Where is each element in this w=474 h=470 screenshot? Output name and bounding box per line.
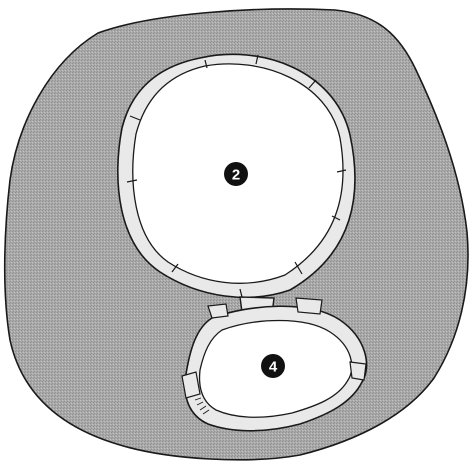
callout-lower-number: 4 bbox=[269, 359, 278, 376]
callout-lower: 4 bbox=[261, 354, 285, 378]
callout-upper: 2 bbox=[224, 162, 248, 186]
callout-upper-number: 2 bbox=[232, 167, 240, 184]
